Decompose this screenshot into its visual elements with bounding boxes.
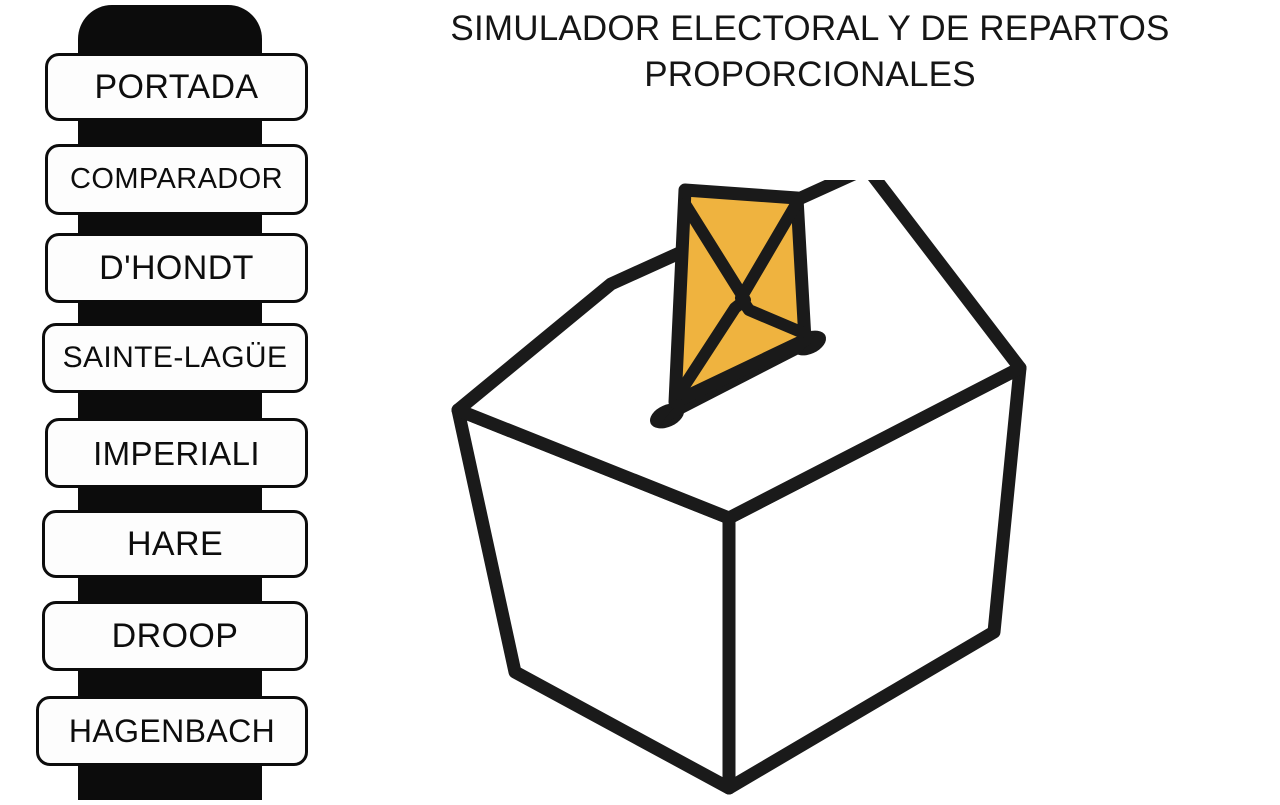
ballot-box-illustration (445, 180, 1065, 805)
slot-front-lip (659, 402, 691, 426)
sidebar-item-label: HARE (126, 525, 224, 563)
sidebar-item-hagenbach[interactable]: HAGENBACH (36, 696, 308, 766)
sidebar-item-hare[interactable]: HARE (42, 510, 308, 578)
sidebar-item-sainte-lague[interactable]: SAINTE-LAGÜE (42, 323, 308, 393)
sidebar-item-droop[interactable]: DROOP (42, 601, 308, 671)
ballot-box-body (451, 180, 1027, 795)
sidebar-item-imperiali[interactable]: IMPERIALI (45, 418, 308, 488)
ballot-box-icon (451, 180, 1027, 795)
sidebar-item-label: IMPERIALI (93, 434, 260, 472)
sidebar-item-label: SAINTE-LAGÜE (62, 341, 288, 374)
ballot-envelope (668, 183, 812, 409)
page-title: SIMULADOR ELECTORAL Y DE REPARTOS PROPOR… (340, 6, 1280, 98)
page-title-line-2: PROPORCIONALES (644, 55, 976, 94)
sidebar-item-label: COMPARADOR (70, 163, 283, 195)
page-title-line-1: SIMULADOR ELECTORAL Y DE REPARTOS (450, 9, 1170, 48)
sidebar-item-label: HAGENBACH (68, 713, 276, 749)
slot-lip-detail (659, 402, 691, 426)
sidebar-item-list: PORTADA COMPARADOR D'HONDT SAINTE-LAGÜE … (0, 0, 340, 800)
main-content: SIMULADOR ELECTORAL Y DE REPARTOS PROPOR… (340, 0, 1280, 800)
sidebar-navigation: PORTADA COMPARADOR D'HONDT SAINTE-LAGÜE … (0, 0, 340, 800)
sidebar-item-label: D'HONDT (99, 249, 254, 287)
envelope-flap-right (735, 200, 807, 338)
sidebar-item-label: DROOP (111, 617, 239, 655)
sidebar-item-portada[interactable]: PORTADA (45, 53, 308, 121)
sidebar-item-label: PORTADA (94, 68, 259, 106)
sidebar-item-dhondt[interactable]: D'HONDT (45, 233, 308, 303)
sidebar-item-comparador[interactable]: COMPARADOR (45, 144, 308, 215)
